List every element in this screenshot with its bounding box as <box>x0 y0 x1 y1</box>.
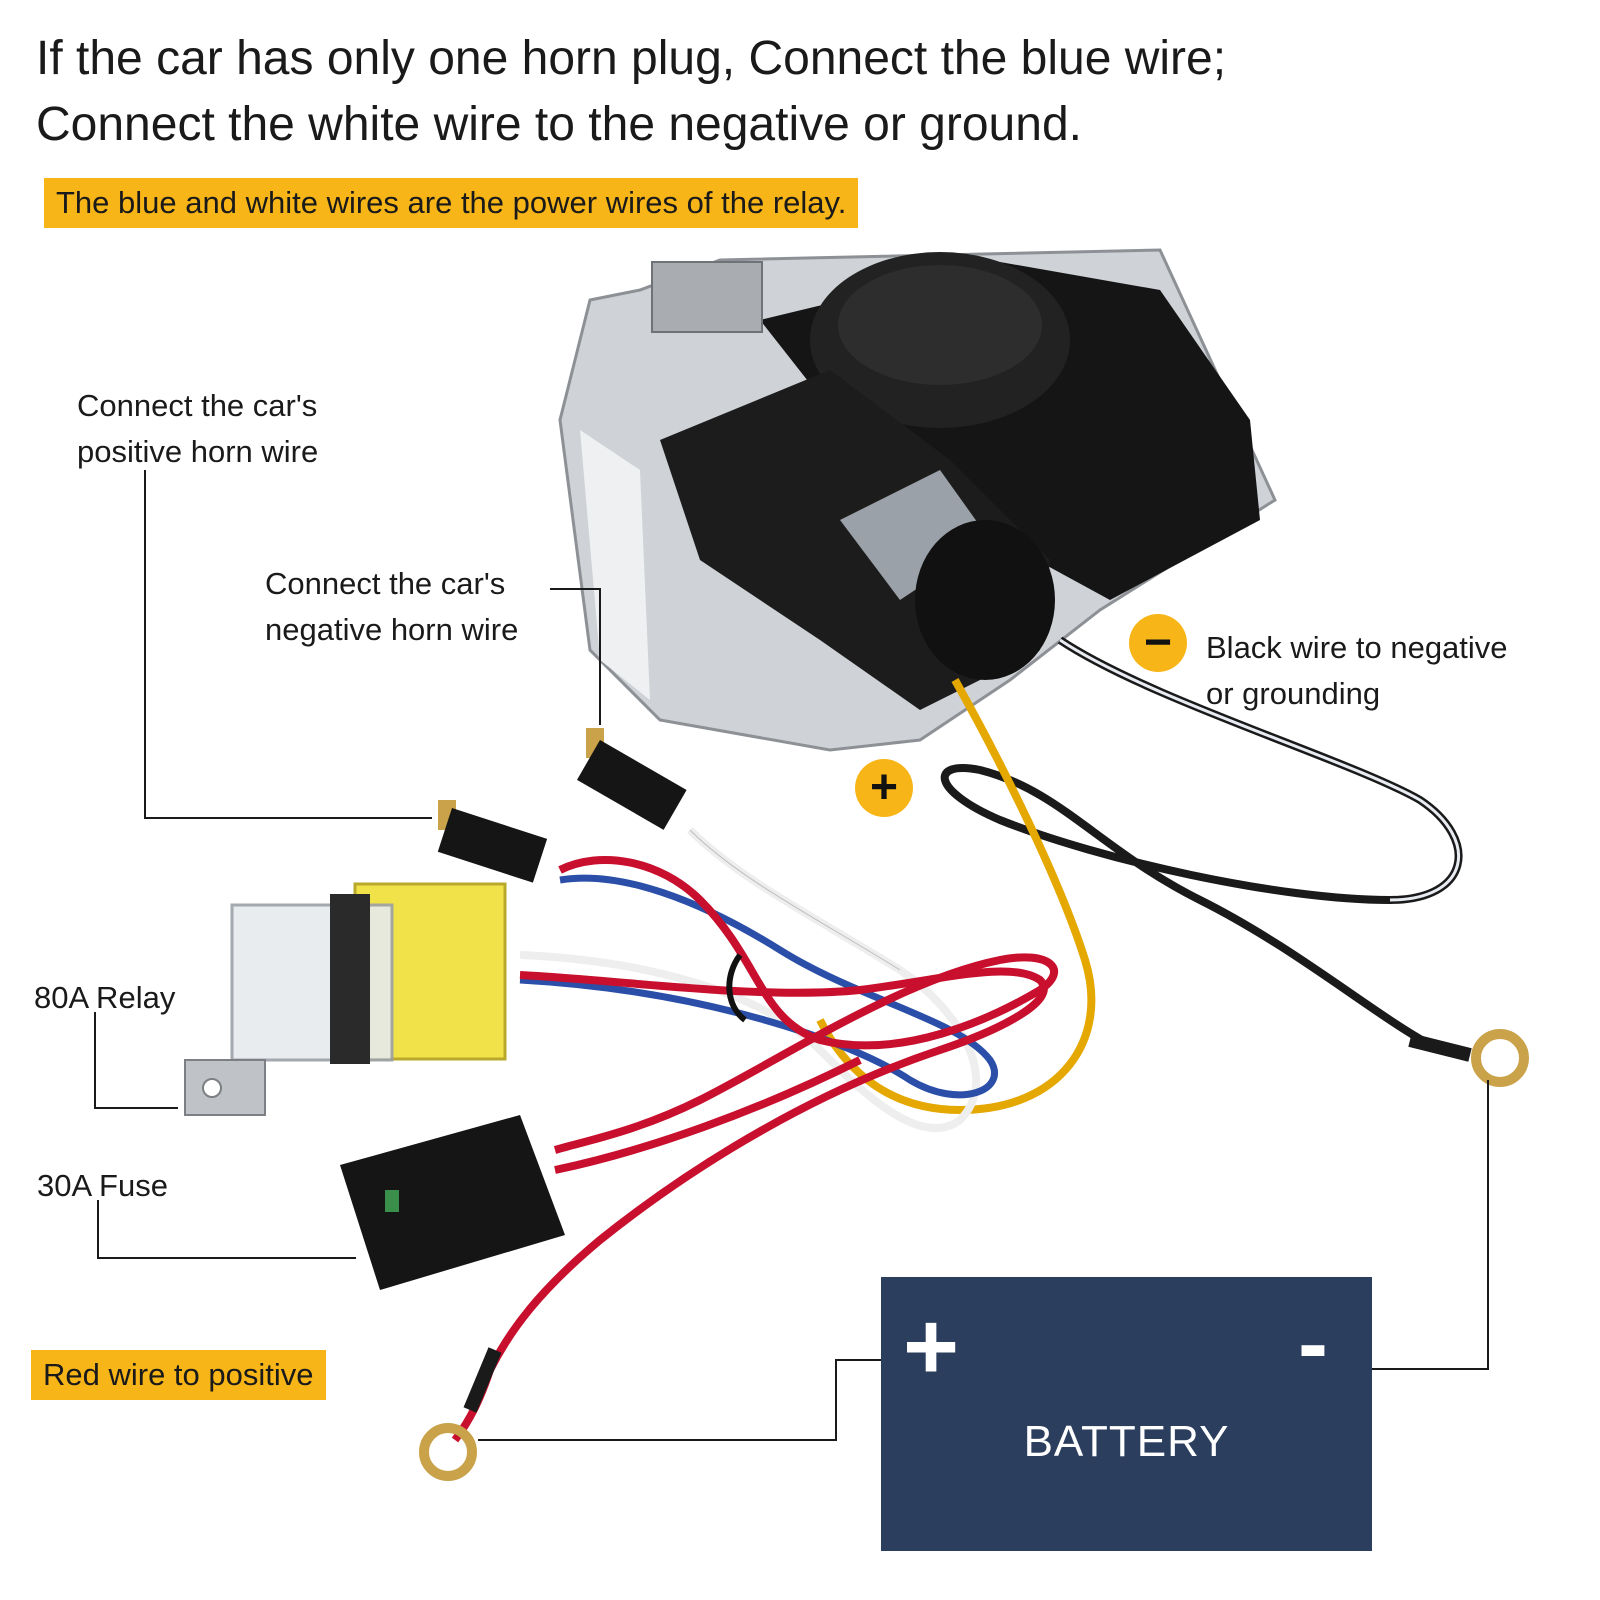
instruction-line-1: If the car has only one horn plug, Conne… <box>36 32 1227 85</box>
black-label-line-2: or grounding <box>1206 676 1381 711</box>
red-wire-main <box>486 967 1048 1372</box>
red-wire-callout: Red wire to positive <box>31 1350 326 1400</box>
relay <box>184 882 507 1116</box>
negative-horn-wire-label: Connect the car's negative horn wire <box>265 561 518 653</box>
positive-horn-wire-label: Connect the car's positive horn wire <box>77 383 318 475</box>
relay-label: 80A Relay <box>34 980 176 1015</box>
horn-bracket <box>651 261 763 333</box>
black-wire-label: Black wire to negative or grounding <box>1206 625 1508 717</box>
instruction-header: If the car has only one horn plug, Conne… <box>36 26 1226 158</box>
red-wire-fuse <box>554 1056 862 1174</box>
positive-label-line-2: positive horn wire <box>77 434 319 469</box>
horn-motor-band <box>840 470 990 600</box>
battery-negative-terminal: - <box>1298 1294 1328 1394</box>
relay-power-callout: The blue and white wires are the power w… <box>44 178 859 228</box>
leader-ground <box>1320 1080 1489 1370</box>
leader-fuse <box>97 1200 356 1259</box>
horn-chrome-highlight <box>580 430 650 700</box>
white-wire-outline <box>689 829 901 971</box>
fuse-label: 30A Fuse <box>37 1168 168 1203</box>
negative-spade-connector <box>577 728 687 830</box>
horn-cap-top <box>838 265 1042 385</box>
horn-motor-end <box>915 520 1055 680</box>
leader-relay <box>94 1012 178 1109</box>
relay-mount-tab <box>184 1059 266 1116</box>
negative-label-line-2: negative horn wire <box>265 612 519 647</box>
battery: + - BATTERY <box>881 1277 1372 1551</box>
black-label-line-1: Black wire to negative <box>1206 630 1508 665</box>
leader-positive <box>144 470 432 819</box>
leader-red-positive <box>478 1359 905 1441</box>
battery-positive-terminal: + <box>903 1293 960 1400</box>
relay-mount-hole <box>202 1078 222 1098</box>
yellow-horn-wire <box>816 678 1096 1115</box>
plus-badge: + <box>855 759 913 817</box>
black-wire-stripe <box>1059 638 1460 902</box>
instruction-line-2: Connect the white wire to the negative o… <box>36 98 1082 151</box>
positive-terminal-crimp <box>463 1347 502 1413</box>
positive-spade-connector <box>437 800 548 883</box>
battery-label: BATTERY <box>1023 1417 1230 1466</box>
zip-tie <box>726 953 747 1023</box>
negative-label-line-1: Connect the car's <box>265 566 506 601</box>
ground-terminal-crimp <box>1408 1033 1472 1062</box>
ground-ring-terminal <box>1471 1029 1529 1087</box>
positive-ring-terminal <box>419 1423 477 1481</box>
positive-label-line-1: Connect the car's <box>77 388 318 423</box>
leader-negative <box>550 588 601 725</box>
horn <box>558 248 1277 752</box>
minus-badge: − <box>1129 614 1187 672</box>
fuse-holder <box>340 1115 565 1290</box>
leader-lines <box>94 470 1489 1441</box>
relay-gasket <box>330 894 370 1064</box>
